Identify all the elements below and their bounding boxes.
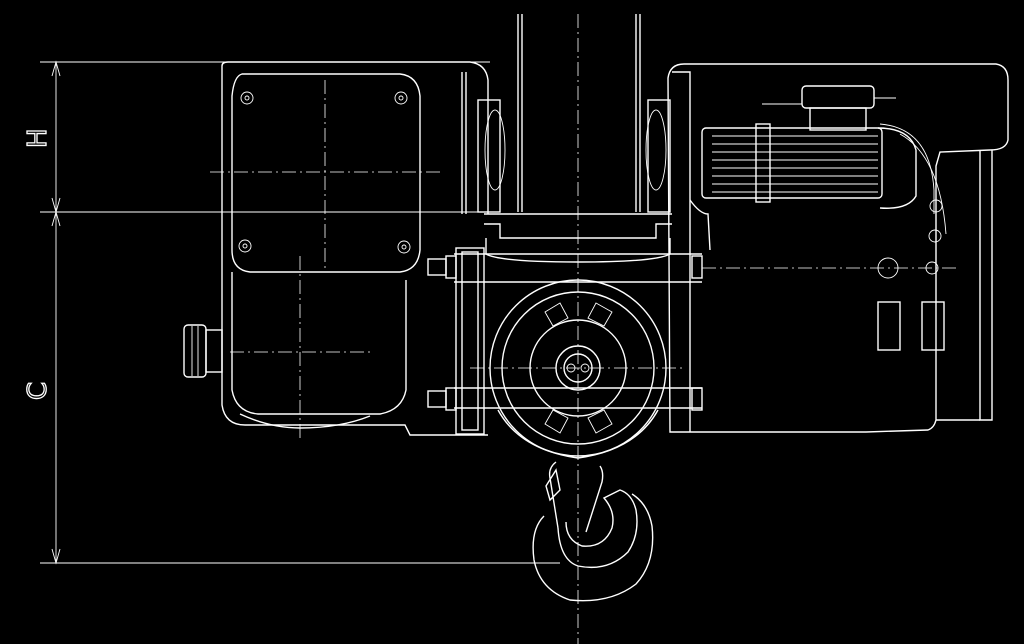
right-trolley-plate [645, 99, 671, 213]
cross-frame [454, 213, 702, 409]
rope-drum [470, 279, 686, 459]
left-motor-housing [210, 61, 489, 440]
housing-bolts [238, 91, 411, 254]
dimension-label-c: C [23, 382, 53, 400]
left-trolley-plate [455, 99, 506, 435]
dimension-label-h: H [23, 128, 53, 148]
tie-bolts [427, 255, 703, 411]
rail-beam [517, 14, 641, 644]
right-motor-housing [667, 63, 1009, 433]
load-hook [532, 461, 654, 602]
cooling-fins [712, 135, 878, 193]
cable-gland [183, 324, 223, 378]
